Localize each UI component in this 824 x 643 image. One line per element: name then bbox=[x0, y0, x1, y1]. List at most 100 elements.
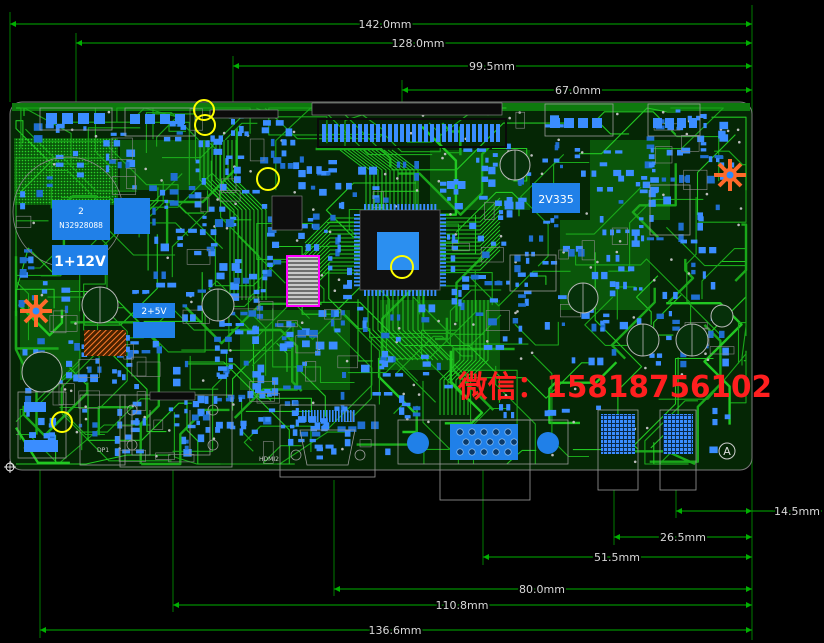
rail-5v-block: 2+5V bbox=[133, 303, 175, 318]
lvds-pin bbox=[418, 124, 422, 142]
component-outline bbox=[249, 138, 265, 162]
smd-pad bbox=[190, 314, 196, 322]
smd-pad bbox=[293, 162, 300, 170]
smd-pad bbox=[154, 236, 159, 244]
smd-pad bbox=[273, 260, 282, 265]
smd-pad bbox=[43, 433, 50, 439]
chip-pin bbox=[397, 204, 400, 210]
via bbox=[409, 131, 413, 135]
via bbox=[514, 311, 517, 315]
pcb-trace bbox=[243, 425, 312, 452]
smd-pad bbox=[363, 326, 368, 332]
smd-pad bbox=[691, 262, 696, 268]
via bbox=[633, 460, 637, 464]
vga-pin bbox=[456, 428, 464, 436]
chip-pin bbox=[397, 290, 400, 296]
chip-pin bbox=[354, 247, 360, 250]
smd-pad bbox=[518, 294, 526, 298]
smd-pad bbox=[159, 189, 166, 196]
pcb-bus-trace bbox=[207, 140, 239, 300]
smd-pad bbox=[29, 432, 36, 438]
via bbox=[530, 351, 534, 355]
pcb-bus-trace bbox=[215, 140, 247, 300]
smd-pad bbox=[494, 281, 503, 286]
smd-pad bbox=[328, 265, 333, 271]
smd-pad bbox=[241, 425, 247, 430]
smd-pad bbox=[216, 272, 225, 280]
pcb-bus-trace bbox=[367, 149, 395, 210]
pcb-bus-trace bbox=[199, 140, 231, 300]
pcb-bus-trace bbox=[359, 149, 387, 210]
pcb-bus-trace bbox=[375, 149, 403, 210]
smd-pad bbox=[197, 408, 205, 417]
lvds-pin bbox=[454, 124, 458, 142]
via bbox=[437, 179, 441, 183]
smd-pad bbox=[524, 298, 529, 306]
pcb-bus-trace bbox=[304, 229, 360, 256]
chip-pin bbox=[412, 204, 415, 210]
lvds-pin bbox=[322, 124, 326, 142]
dimension-14: 14.5mm bbox=[676, 503, 822, 520]
smd-pad bbox=[76, 172, 84, 178]
thermal-pad-hatch bbox=[84, 330, 126, 356]
smd-pad bbox=[447, 196, 451, 201]
smd-pad bbox=[174, 414, 180, 418]
chip-pin bbox=[401, 204, 403, 210]
smd-pad bbox=[440, 188, 447, 193]
smd-pad bbox=[720, 174, 725, 180]
smd-pad bbox=[242, 277, 249, 284]
smd-pad bbox=[181, 436, 187, 445]
smd-pad bbox=[553, 158, 560, 163]
smd-pad bbox=[261, 127, 269, 134]
smd-pad bbox=[206, 411, 211, 416]
smd-pad bbox=[183, 449, 192, 457]
pcb-trace bbox=[251, 311, 380, 405]
pcb-trace bbox=[309, 301, 500, 403]
marker-circle bbox=[51, 411, 73, 433]
smd-pad bbox=[184, 445, 189, 450]
smd-pad bbox=[208, 248, 216, 257]
smd-pad bbox=[663, 196, 671, 205]
smd-pad bbox=[506, 404, 511, 411]
smd-pad bbox=[246, 330, 256, 335]
via bbox=[52, 163, 56, 166]
hdmi-pin bbox=[329, 410, 331, 422]
chip-pin bbox=[393, 290, 396, 296]
pcb-trace bbox=[421, 329, 464, 397]
smd-pad bbox=[61, 287, 71, 293]
smd-pad bbox=[135, 418, 139, 426]
smd-pad bbox=[267, 232, 275, 237]
dimension-110: 110.8mm bbox=[173, 597, 752, 614]
smd-pad bbox=[251, 429, 258, 434]
smd-pad bbox=[656, 237, 664, 241]
pcb-trace bbox=[575, 255, 692, 328]
smd-pad bbox=[635, 182, 641, 187]
chip-pin bbox=[415, 290, 418, 296]
via bbox=[63, 388, 67, 391]
smd-pad bbox=[270, 138, 275, 147]
smd-pad bbox=[575, 245, 583, 252]
via bbox=[453, 322, 457, 326]
pcb-bus-trace bbox=[440, 233, 501, 255]
pcb-trace bbox=[14, 256, 59, 350]
smd-pad bbox=[709, 247, 717, 254]
via bbox=[292, 130, 296, 134]
smd-pad bbox=[524, 251, 529, 257]
hdmi-pin bbox=[320, 410, 322, 422]
smd-pad bbox=[362, 320, 367, 329]
smd-pad bbox=[46, 176, 53, 180]
smd-pad bbox=[404, 415, 411, 419]
smd-pad bbox=[56, 123, 65, 129]
smd-pad bbox=[319, 188, 327, 196]
smd-pad bbox=[168, 407, 174, 412]
smd-pad bbox=[122, 374, 126, 381]
smd-pad bbox=[526, 172, 532, 176]
chip-pin bbox=[440, 217, 446, 220]
chip-pin bbox=[382, 290, 385, 296]
smd-pad bbox=[422, 361, 431, 367]
ground-pour-hatch bbox=[14, 138, 118, 205]
dimension-label: 136.6mm bbox=[369, 624, 422, 637]
pcb-bus-trace bbox=[304, 217, 360, 244]
smd-pad bbox=[126, 159, 136, 168]
smd-pad bbox=[550, 218, 555, 223]
